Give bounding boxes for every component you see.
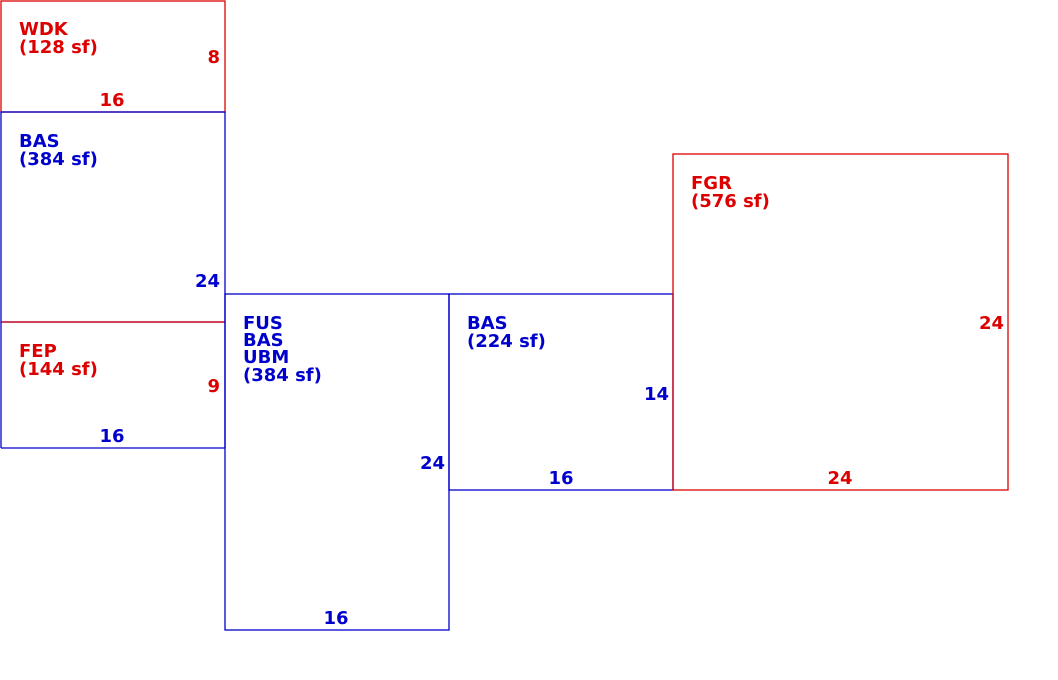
fep-side-dimension: 9 bbox=[207, 376, 220, 397]
fgr-outline bbox=[672, 153, 1009, 491]
area-fgr: FGR (576 sf) 24 24 bbox=[672, 153, 1009, 491]
bas-top-side-dimension: 24 bbox=[195, 271, 220, 292]
fus-area-label: (384 sf) bbox=[243, 365, 322, 386]
fgr-side-dimension: 24 bbox=[979, 313, 1004, 334]
fep-bottom-dimension: 16 bbox=[99, 426, 124, 447]
fep-code-label: FEP bbox=[19, 341, 57, 362]
wdk-code-label: WDK bbox=[19, 19, 69, 40]
fus-side-dimension: 24 bbox=[420, 453, 445, 474]
fgr-area-label: (576 sf) bbox=[691, 191, 770, 212]
bas-top-code-label: BAS bbox=[19, 131, 60, 152]
wdk-side-dimension: 8 bbox=[207, 47, 220, 68]
fus-code-label-2: BAS bbox=[243, 330, 284, 351]
bas-mid-code-label: BAS bbox=[467, 313, 508, 334]
area-fep: FEP (144 sf) 9 16 bbox=[0, 321, 226, 449]
wdk-bottom-dimension: 16 bbox=[99, 90, 124, 111]
fus-code-label-1: FUS bbox=[243, 313, 283, 334]
bas-mid-side-dimension: 14 bbox=[644, 384, 669, 405]
bas-mid-bottom-dimension: 16 bbox=[548, 468, 573, 489]
area-bas-top: BAS (384 sf) 24 bbox=[0, 111, 226, 323]
fus-bottom-dimension: 16 bbox=[323, 608, 348, 629]
wdk-area-label: (128 sf) bbox=[19, 37, 98, 58]
fep-area-label: (144 sf) bbox=[19, 359, 98, 380]
bas-top-area-label: (384 sf) bbox=[19, 149, 98, 170]
fgr-bottom-dimension: 24 bbox=[827, 468, 852, 489]
area-bas-mid: BAS (224 sf) 14 16 bbox=[448, 293, 674, 491]
fus-code-label-3: UBM bbox=[243, 347, 289, 368]
bas-mid-area-label: (224 sf) bbox=[467, 331, 546, 352]
fgr-code-label: FGR bbox=[691, 173, 732, 194]
area-wdk: WDK (128 sf) 8 16 bbox=[0, 0, 226, 113]
area-fus: FUS BAS UBM (384 sf) 24 16 bbox=[224, 293, 450, 631]
